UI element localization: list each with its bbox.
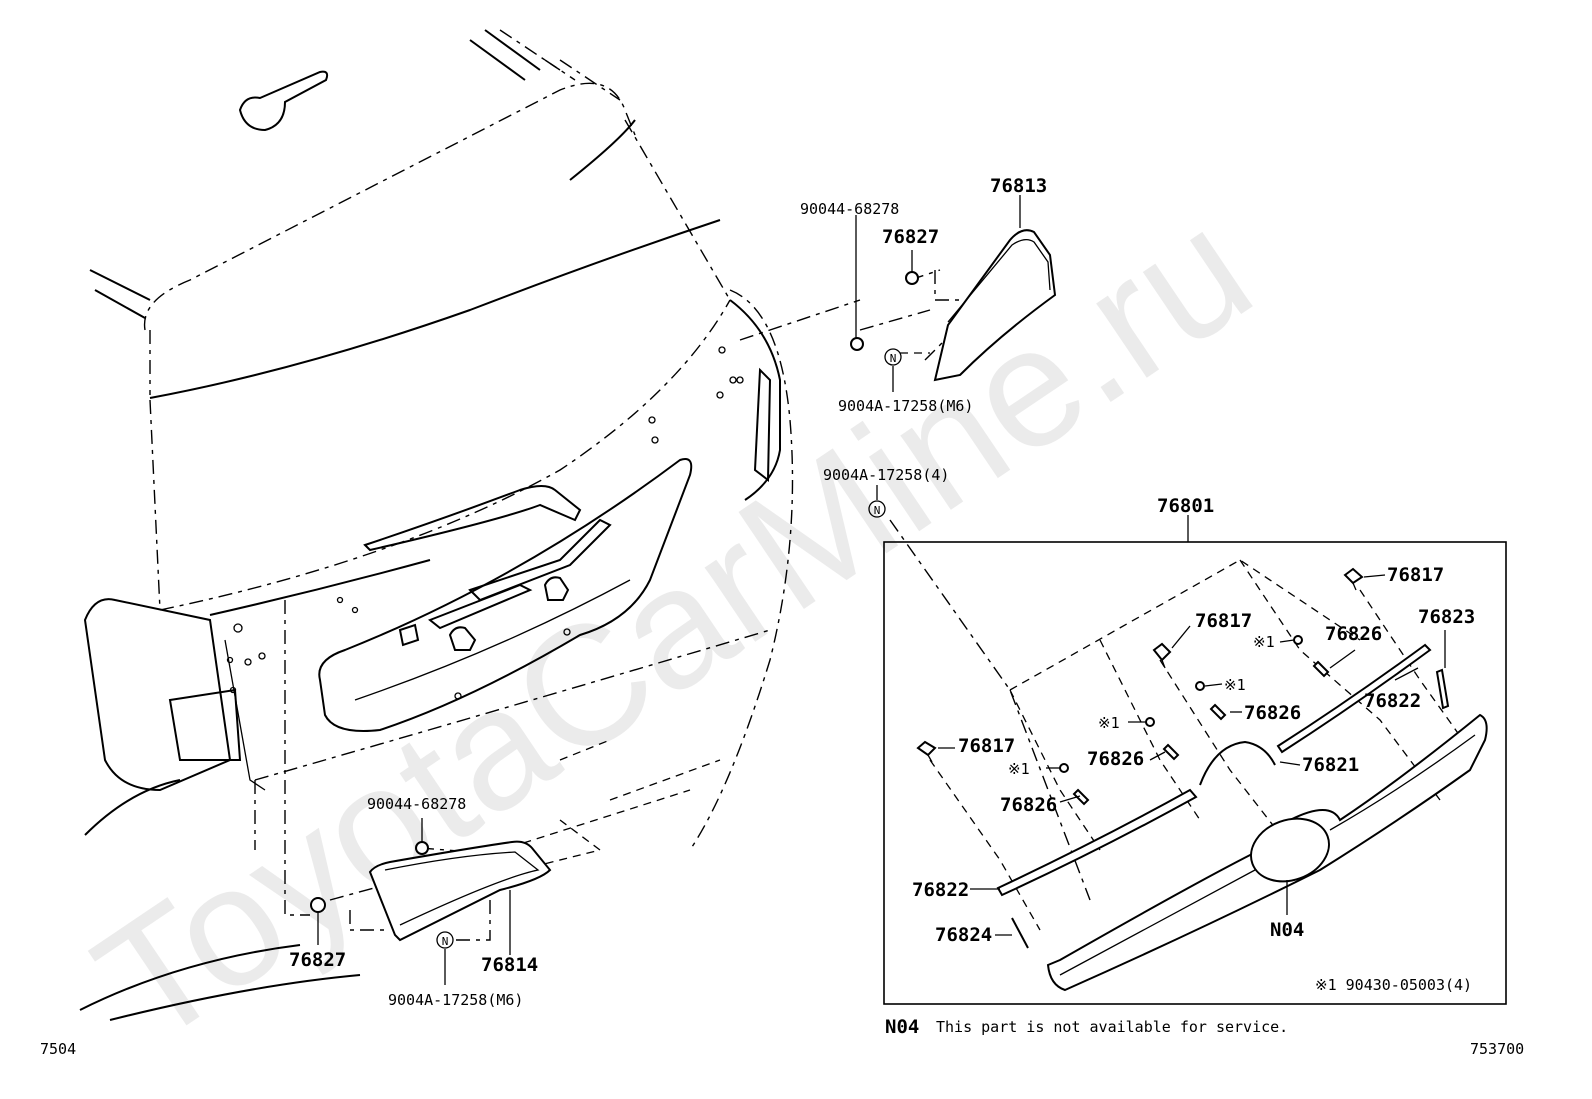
label-76826-c[interactable]: 76826 bbox=[1087, 748, 1144, 770]
n-marker-top: N bbox=[884, 348, 930, 392]
label-76826-b[interactable]: 76826 bbox=[1244, 702, 1301, 724]
label-76821[interactable]: 76821 bbox=[1302, 754, 1359, 776]
svg-text:N: N bbox=[442, 935, 449, 948]
label-90044-68278-top[interactable]: 90044-68278 bbox=[800, 200, 899, 218]
label-76827-bottom[interactable]: 76827 bbox=[289, 949, 346, 971]
label-76814[interactable]: 76814 bbox=[481, 954, 538, 976]
n-marker-middle: N bbox=[868, 485, 886, 518]
label-76826-d[interactable]: 76826 bbox=[1000, 794, 1057, 816]
garnish-76814[interactable] bbox=[368, 840, 552, 955]
svg-text:N: N bbox=[874, 504, 881, 517]
label-9004A-17258-4[interactable]: 9004A-17258(4) bbox=[823, 466, 949, 484]
n04-note-text: This part is not available for service. bbox=[936, 1018, 1288, 1036]
garnish-76813[interactable] bbox=[933, 195, 1057, 382]
label-76824[interactable]: 76824 bbox=[935, 924, 992, 946]
label-76817-middle[interactable]: 76817 bbox=[1195, 610, 1252, 632]
label-76813[interactable]: 76813 bbox=[990, 175, 1047, 197]
label-90044-68278-bottom[interactable]: 90044-68278 bbox=[367, 795, 466, 813]
label-9004A-17258-m6-bottom[interactable]: 9004A-17258(M6) bbox=[388, 991, 523, 1009]
label-n04[interactable]: N04 bbox=[1270, 919, 1304, 941]
mark-1-c: ※1 bbox=[1098, 714, 1120, 732]
mark-1-a: ※1 bbox=[1253, 633, 1275, 651]
detail-box-76801 bbox=[883, 515, 1507, 1005]
clip-76827-bottom[interactable] bbox=[310, 897, 326, 945]
label-9004A-17258-m6-top[interactable]: 9004A-17258(M6) bbox=[838, 397, 973, 415]
nut-90044-top[interactable] bbox=[850, 215, 864, 351]
svg-text:N: N bbox=[890, 352, 897, 365]
mark-1-b: ※1 bbox=[1224, 676, 1246, 694]
label-76817-right[interactable]: 76817 bbox=[1387, 564, 1444, 586]
back-door-illustration bbox=[79, 29, 1091, 1021]
n-marker-bottom: N bbox=[436, 931, 454, 985]
label-76827-top[interactable]: 76827 bbox=[882, 226, 939, 248]
footnote-mark-1: ※1 90430-05003(4) bbox=[1315, 976, 1472, 994]
label-76801[interactable]: 76801 bbox=[1157, 495, 1214, 517]
label-76822-left[interactable]: 76822 bbox=[912, 879, 969, 901]
n04-note-code: N04 bbox=[885, 1016, 919, 1038]
corner-code-left: 7504 bbox=[40, 1040, 76, 1058]
label-76817-left[interactable]: 76817 bbox=[958, 735, 1015, 757]
nut-90044-bottom[interactable] bbox=[415, 818, 429, 855]
label-76823[interactable]: 76823 bbox=[1418, 606, 1475, 628]
label-76822-right[interactable]: 76822 bbox=[1364, 690, 1421, 712]
clip-76827-top[interactable] bbox=[905, 250, 919, 285]
mark-1-d: ※1 bbox=[1008, 760, 1030, 778]
corner-code-right: 753700 bbox=[1470, 1040, 1524, 1058]
label-76826-a[interactable]: 76826 bbox=[1325, 623, 1382, 645]
